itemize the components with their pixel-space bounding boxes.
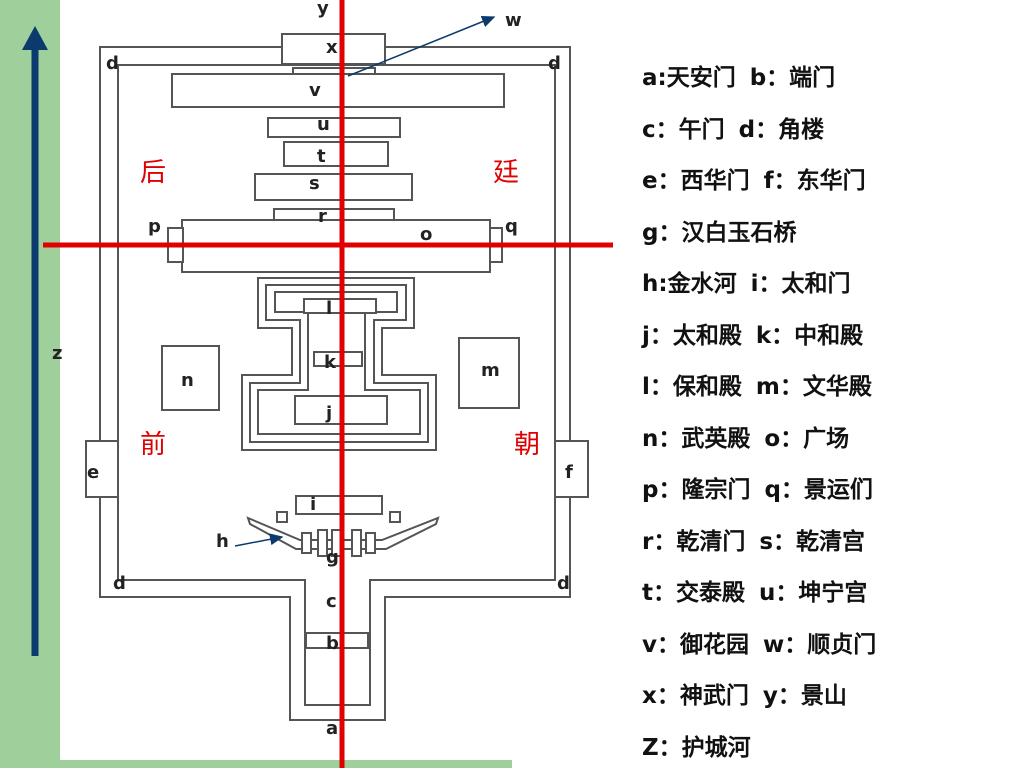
legend-entry: g：汉白玉石桥 <box>642 213 796 247</box>
legend-entry: l：保和殿 <box>642 367 742 401</box>
legend-row: g：汉白玉石桥 <box>642 213 876 265</box>
legend-entry: w：顺贞门 <box>763 625 876 659</box>
label-s: s <box>309 175 320 193</box>
legend-entry: j：太和殿 <box>642 316 742 350</box>
legend-entry: i：太和门 <box>751 264 851 298</box>
palace-plan <box>0 0 620 768</box>
label-f: f <box>565 464 573 482</box>
legend-entry: y：景山 <box>763 676 847 710</box>
label-v: v <box>309 82 321 100</box>
label-w: w <box>505 12 522 30</box>
legend-entry: t：交泰殿 <box>642 573 745 607</box>
label-h: h <box>216 533 229 551</box>
label-b: b <box>326 635 339 653</box>
legend-entry: d：角楼 <box>739 110 824 144</box>
legend-entry: m：文华殿 <box>756 367 872 401</box>
legend-entry: n：武英殿 <box>642 419 750 453</box>
label-a: a <box>326 720 338 738</box>
legend-entry: r：乾清门 <box>642 522 745 556</box>
building-u <box>268 118 400 137</box>
label-d-bottom-right: d <box>557 575 570 593</box>
legend-entry: b：端门 <box>750 58 835 92</box>
legend-row: j：太和殿 k：中和殿 <box>642 316 876 368</box>
legend-row: Z：护城河 <box>642 728 876 779</box>
building-k <box>314 352 362 366</box>
legend-row: h:金水河 i：太和门 <box>642 264 876 316</box>
building-t <box>284 142 388 166</box>
label-e: e <box>87 464 99 482</box>
label-u: u <box>317 116 330 134</box>
legend-entry: k：中和殿 <box>756 316 863 350</box>
legend-entry: c：午门 <box>642 110 725 144</box>
building-s <box>255 174 412 200</box>
label-p: p <box>148 218 161 236</box>
legend-entry: u：坤宁宫 <box>759 573 867 607</box>
legend-row: x：神武门 y：景山 <box>642 676 876 728</box>
zone-chao: 朝 <box>514 432 540 458</box>
legend-entry: h:金水河 <box>642 264 737 298</box>
label-q: q <box>505 218 518 236</box>
legend-entry: s：乾清宫 <box>759 522 865 556</box>
gate-i-left <box>277 512 287 522</box>
label-x: x <box>326 39 338 57</box>
label-g: g <box>326 549 339 567</box>
label-z: z <box>52 345 62 363</box>
legend-entry: e：西华门 <box>642 161 750 195</box>
legend-row: t：交泰殿 u：坤宁宫 <box>642 573 876 625</box>
legend: a:天安门 b：端门 c：午门 d：角楼 e：西华门 f：东华门 g：汉白玉石桥 h:金水河 i… <box>642 58 876 779</box>
legend-entry: o：广场 <box>764 419 849 453</box>
label-d-top-right: d <box>548 55 561 73</box>
arrow-h-line <box>235 537 282 546</box>
legend-row: a:天安门 b：端门 <box>642 58 876 110</box>
label-m: m <box>481 362 500 380</box>
legend-row: l：保和殿 m：文华殿 <box>642 367 876 419</box>
label-o: o <box>420 226 432 244</box>
label-i: i <box>310 496 316 514</box>
legend-entry: x：神武门 <box>642 676 749 710</box>
label-d-top-left: d <box>106 55 119 73</box>
legend-row: n：武英殿 o：广场 <box>642 419 876 471</box>
legend-row: c：午门 d：角楼 <box>642 110 876 162</box>
label-y: y <box>317 0 329 18</box>
gate-i-right <box>390 512 400 522</box>
legend-entry: q：景运们 <box>764 470 872 504</box>
label-d-bottom-left: d <box>113 575 126 593</box>
legend-entry: f：东华门 <box>764 161 866 195</box>
moat-arrow <box>22 26 48 656</box>
zone-qian: 前 <box>140 432 166 458</box>
legend-row: p：隆宗门 q：景运们 <box>642 470 876 522</box>
label-l: l <box>326 300 332 318</box>
zone-hou: 后 <box>140 160 166 186</box>
gate-i <box>296 496 382 514</box>
label-j: j <box>326 405 332 423</box>
legend-entry: p：隆宗门 <box>642 470 750 504</box>
legend-row: e：西华门 f：东华门 <box>642 161 876 213</box>
building-v <box>172 74 504 107</box>
label-t: t <box>317 148 326 166</box>
zone-ting: 廷 <box>493 160 519 186</box>
label-r: r <box>318 208 327 226</box>
legend-row: v：御花园 w：顺贞门 <box>642 625 876 677</box>
legend-entry: Z：护城河 <box>642 728 751 762</box>
label-n: n <box>181 372 194 390</box>
legend-row: r：乾清门 s：乾清宫 <box>642 522 876 574</box>
legend-entry: a:天安门 <box>642 58 736 92</box>
legend-entry: v：御花园 <box>642 625 749 659</box>
label-k: k <box>324 354 336 372</box>
label-c: c <box>326 593 337 611</box>
